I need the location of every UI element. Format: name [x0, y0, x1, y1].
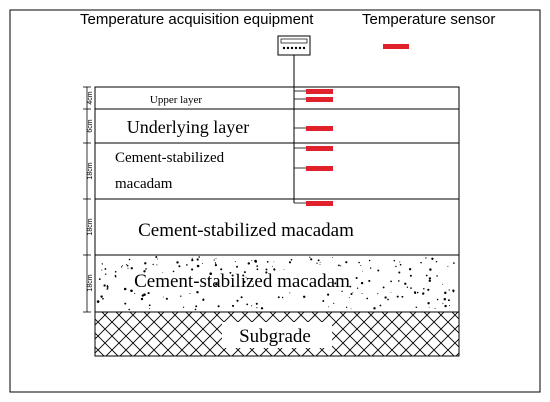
subbase-layer-label: Cement-stabilized macadam: [134, 271, 350, 292]
sensor-legend-marker: [383, 44, 409, 49]
aggregate-texture: [96, 256, 455, 311]
underlying-layer-label: Underlying layer: [127, 117, 249, 137]
equipment-label: Temperature acquisition equipment: [80, 11, 314, 28]
base-layer-label-line2: macadam: [115, 176, 173, 192]
thickness-label-upper: 4cm: [87, 91, 94, 104]
figure-frame: [9, 9, 541, 393]
sensor-marker-icon: [306, 166, 333, 171]
subgrade-label: Subgrade: [239, 326, 311, 347]
thickness-label-middle-base: 18cm: [87, 218, 94, 235]
data-logger-icon: [277, 35, 311, 56]
thickness-label-base: 18cm: [87, 162, 94, 179]
thickness-label-subbase: 18cm: [87, 274, 94, 291]
sensor-marker-icon: [306, 97, 333, 102]
thickness-label-underlying: 6cm: [87, 119, 94, 132]
upper-layer-label: Upper layer: [150, 94, 203, 106]
sensor-marker-icon: [306, 126, 333, 131]
cable-branches: [294, 90, 306, 204]
base-layer-label-line1: Cement-stabilized: [115, 150, 225, 166]
sensor-marker-icon: [306, 89, 333, 94]
thickness-dimension-bar: [83, 86, 91, 313]
sensor-markers: [306, 89, 333, 206]
sensor-marker-icon: [306, 201, 333, 206]
sensor-legend-label: Temperature sensor: [362, 11, 495, 28]
sensor-marker-icon: [306, 146, 333, 151]
subgrade-label-background: [222, 322, 332, 348]
middle-base-layer-label: Cement-stabilized macadam: [138, 220, 354, 241]
